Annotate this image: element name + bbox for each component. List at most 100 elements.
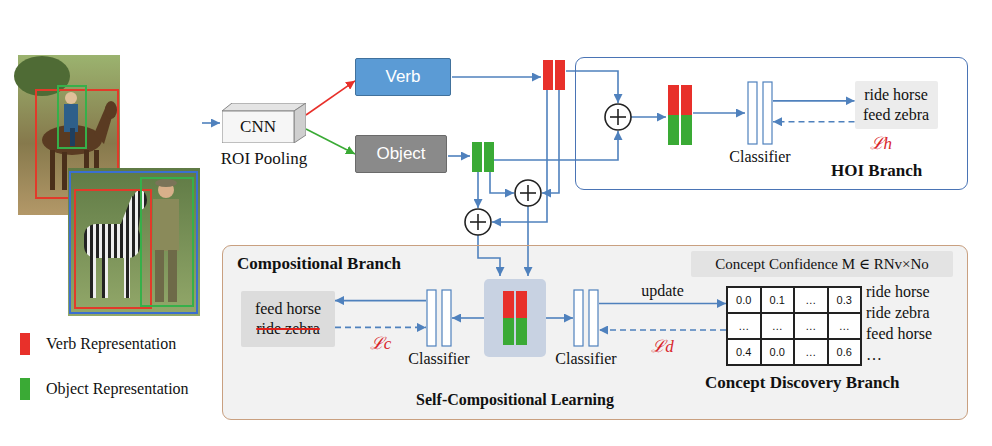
connector-arrow: [452, 317, 484, 319]
image-arrow: [202, 122, 220, 124]
verb-bar: [668, 85, 679, 115]
compose-wire: [478, 235, 500, 276]
compositional-panel: feed horseride zebraClassifierSelf-Compo…: [222, 245, 968, 420]
bbox-human: [141, 178, 193, 306]
concat-arrow: [631, 116, 666, 118]
photo-ground: [68, 168, 200, 316]
verb-to-compose-wire: [542, 90, 559, 193]
matrix-cell: …: [794, 287, 828, 313]
matrix-cell: …: [761, 313, 795, 339]
concept-confidence-box: Concept Confidence M ∈ RNv×No: [691, 251, 953, 277]
connector-arrow: [546, 317, 573, 319]
classifier-shape: [747, 81, 773, 145]
cnn-top-face: [222, 103, 306, 111]
bbox-human: [58, 86, 86, 148]
concept-confidence-matrix: 0.00.1…0.3…………0.40.0…0.6: [726, 286, 862, 366]
classifier-caption: Classifier: [729, 148, 790, 166]
matrix-cell: 0.1: [761, 287, 795, 313]
zebra-leg: [90, 254, 96, 298]
representation-bar: [503, 291, 514, 318]
connector-arrow: [335, 327, 426, 329]
person-leg: [155, 250, 164, 302]
matrix-cell: 0.4: [727, 339, 761, 365]
hoi-feature-arrow: [693, 112, 745, 114]
plus-circle: [465, 209, 491, 235]
verb-bar: [543, 60, 553, 90]
classifier-plate: [427, 290, 436, 346]
connector-arrow: [599, 303, 726, 305]
box-label: Concept Confidence M ∈ RNv×No: [715, 255, 929, 274]
verb-to-compose-wire: [492, 90, 547, 222]
section-caption: Self-Compositional Learning: [416, 391, 614, 409]
plus-circle: [605, 104, 631, 130]
plus-stroke: [477, 214, 479, 230]
loss-label: ℒh: [868, 130, 895, 153]
hoi-branch-panel: Classifier ride horsefeed zebraHOI Branch: [575, 57, 968, 190]
rider-leg: [70, 128, 75, 146]
list-item: feed horse: [866, 325, 932, 343]
edge-label: update: [639, 282, 686, 300]
matrix-cell: …: [828, 313, 862, 339]
panel-ground: [222, 245, 968, 420]
rider-body: [64, 104, 78, 132]
hoi-output-box: ride horsefeed zebra: [855, 81, 938, 129]
box-label: ride zebra: [256, 319, 320, 339]
legend-label: Verb Representation: [46, 335, 176, 353]
legend-swatch: [20, 378, 30, 400]
section-caption: Concept Discovery Branch: [705, 373, 900, 393]
node-label: ROI Pooling: [221, 149, 307, 169]
object-bar: [681, 115, 692, 145]
composed-representation-box: Self-Compositional Learning: [484, 279, 546, 357]
object-to-compose-wire: [490, 172, 514, 193]
classifier-plate: [763, 82, 772, 144]
classifier-shape: [573, 289, 599, 347]
list-item: ride zebra: [866, 304, 930, 322]
connector-arrow: [306, 81, 355, 115]
person-body: [153, 199, 179, 251]
classifier-plate: [748, 82, 757, 144]
matrix-cell: 0.0: [761, 339, 795, 365]
plus-stroke: [617, 109, 619, 125]
classifier-plate: [574, 290, 583, 346]
list-item: ride horse: [866, 283, 930, 301]
representation-bar: [516, 318, 527, 345]
verb-bar: [555, 60, 565, 90]
matrix-cell: …: [727, 313, 761, 339]
object-to-compose-wire: [477, 172, 479, 208]
classifier-plate: [589, 290, 598, 346]
matrix-cell: 0.0: [727, 287, 761, 313]
zebra-leg: [124, 254, 130, 298]
panel-heading: HOI Branch: [831, 161, 922, 181]
plus-stroke: [527, 185, 529, 201]
legend-label: Object Representation: [46, 380, 189, 398]
loss-label: ℒd: [649, 334, 676, 357]
verb-bar: [681, 85, 692, 115]
verb-box: Verb: [355, 58, 451, 96]
box-label: feed horse: [255, 299, 321, 319]
loss-label: ℒc: [368, 331, 394, 354]
bbox-pair: [70, 172, 197, 313]
connector-arrow: [306, 129, 355, 154]
plus-symbols: [465, 104, 631, 235]
box-label: ride horse: [864, 85, 928, 105]
connector-arrow: [773, 121, 855, 123]
object-to-hoi-wire: [494, 131, 618, 160]
matrix-cell: …: [794, 339, 828, 365]
cnn-side-face: [294, 103, 306, 143]
person-leg: [168, 250, 177, 302]
classifier-shape: [426, 289, 452, 347]
legend-row: Object Representation: [20, 378, 189, 400]
plus-circle: [515, 180, 541, 206]
connector-arrow: [599, 329, 726, 331]
classifier-layer: Classifier: [747, 81, 773, 145]
object-box: Object: [355, 135, 447, 173]
horse-leg: [62, 152, 67, 190]
classifier-layer: Classifier: [573, 289, 599, 347]
bbox-object: [75, 190, 151, 308]
object-bar: [484, 142, 494, 172]
composed-output-box: feed horseride zebra: [241, 291, 335, 347]
compose-wire: [527, 206, 529, 276]
box-label: feed zebra: [863, 105, 929, 125]
representation-bars: [472, 60, 692, 172]
